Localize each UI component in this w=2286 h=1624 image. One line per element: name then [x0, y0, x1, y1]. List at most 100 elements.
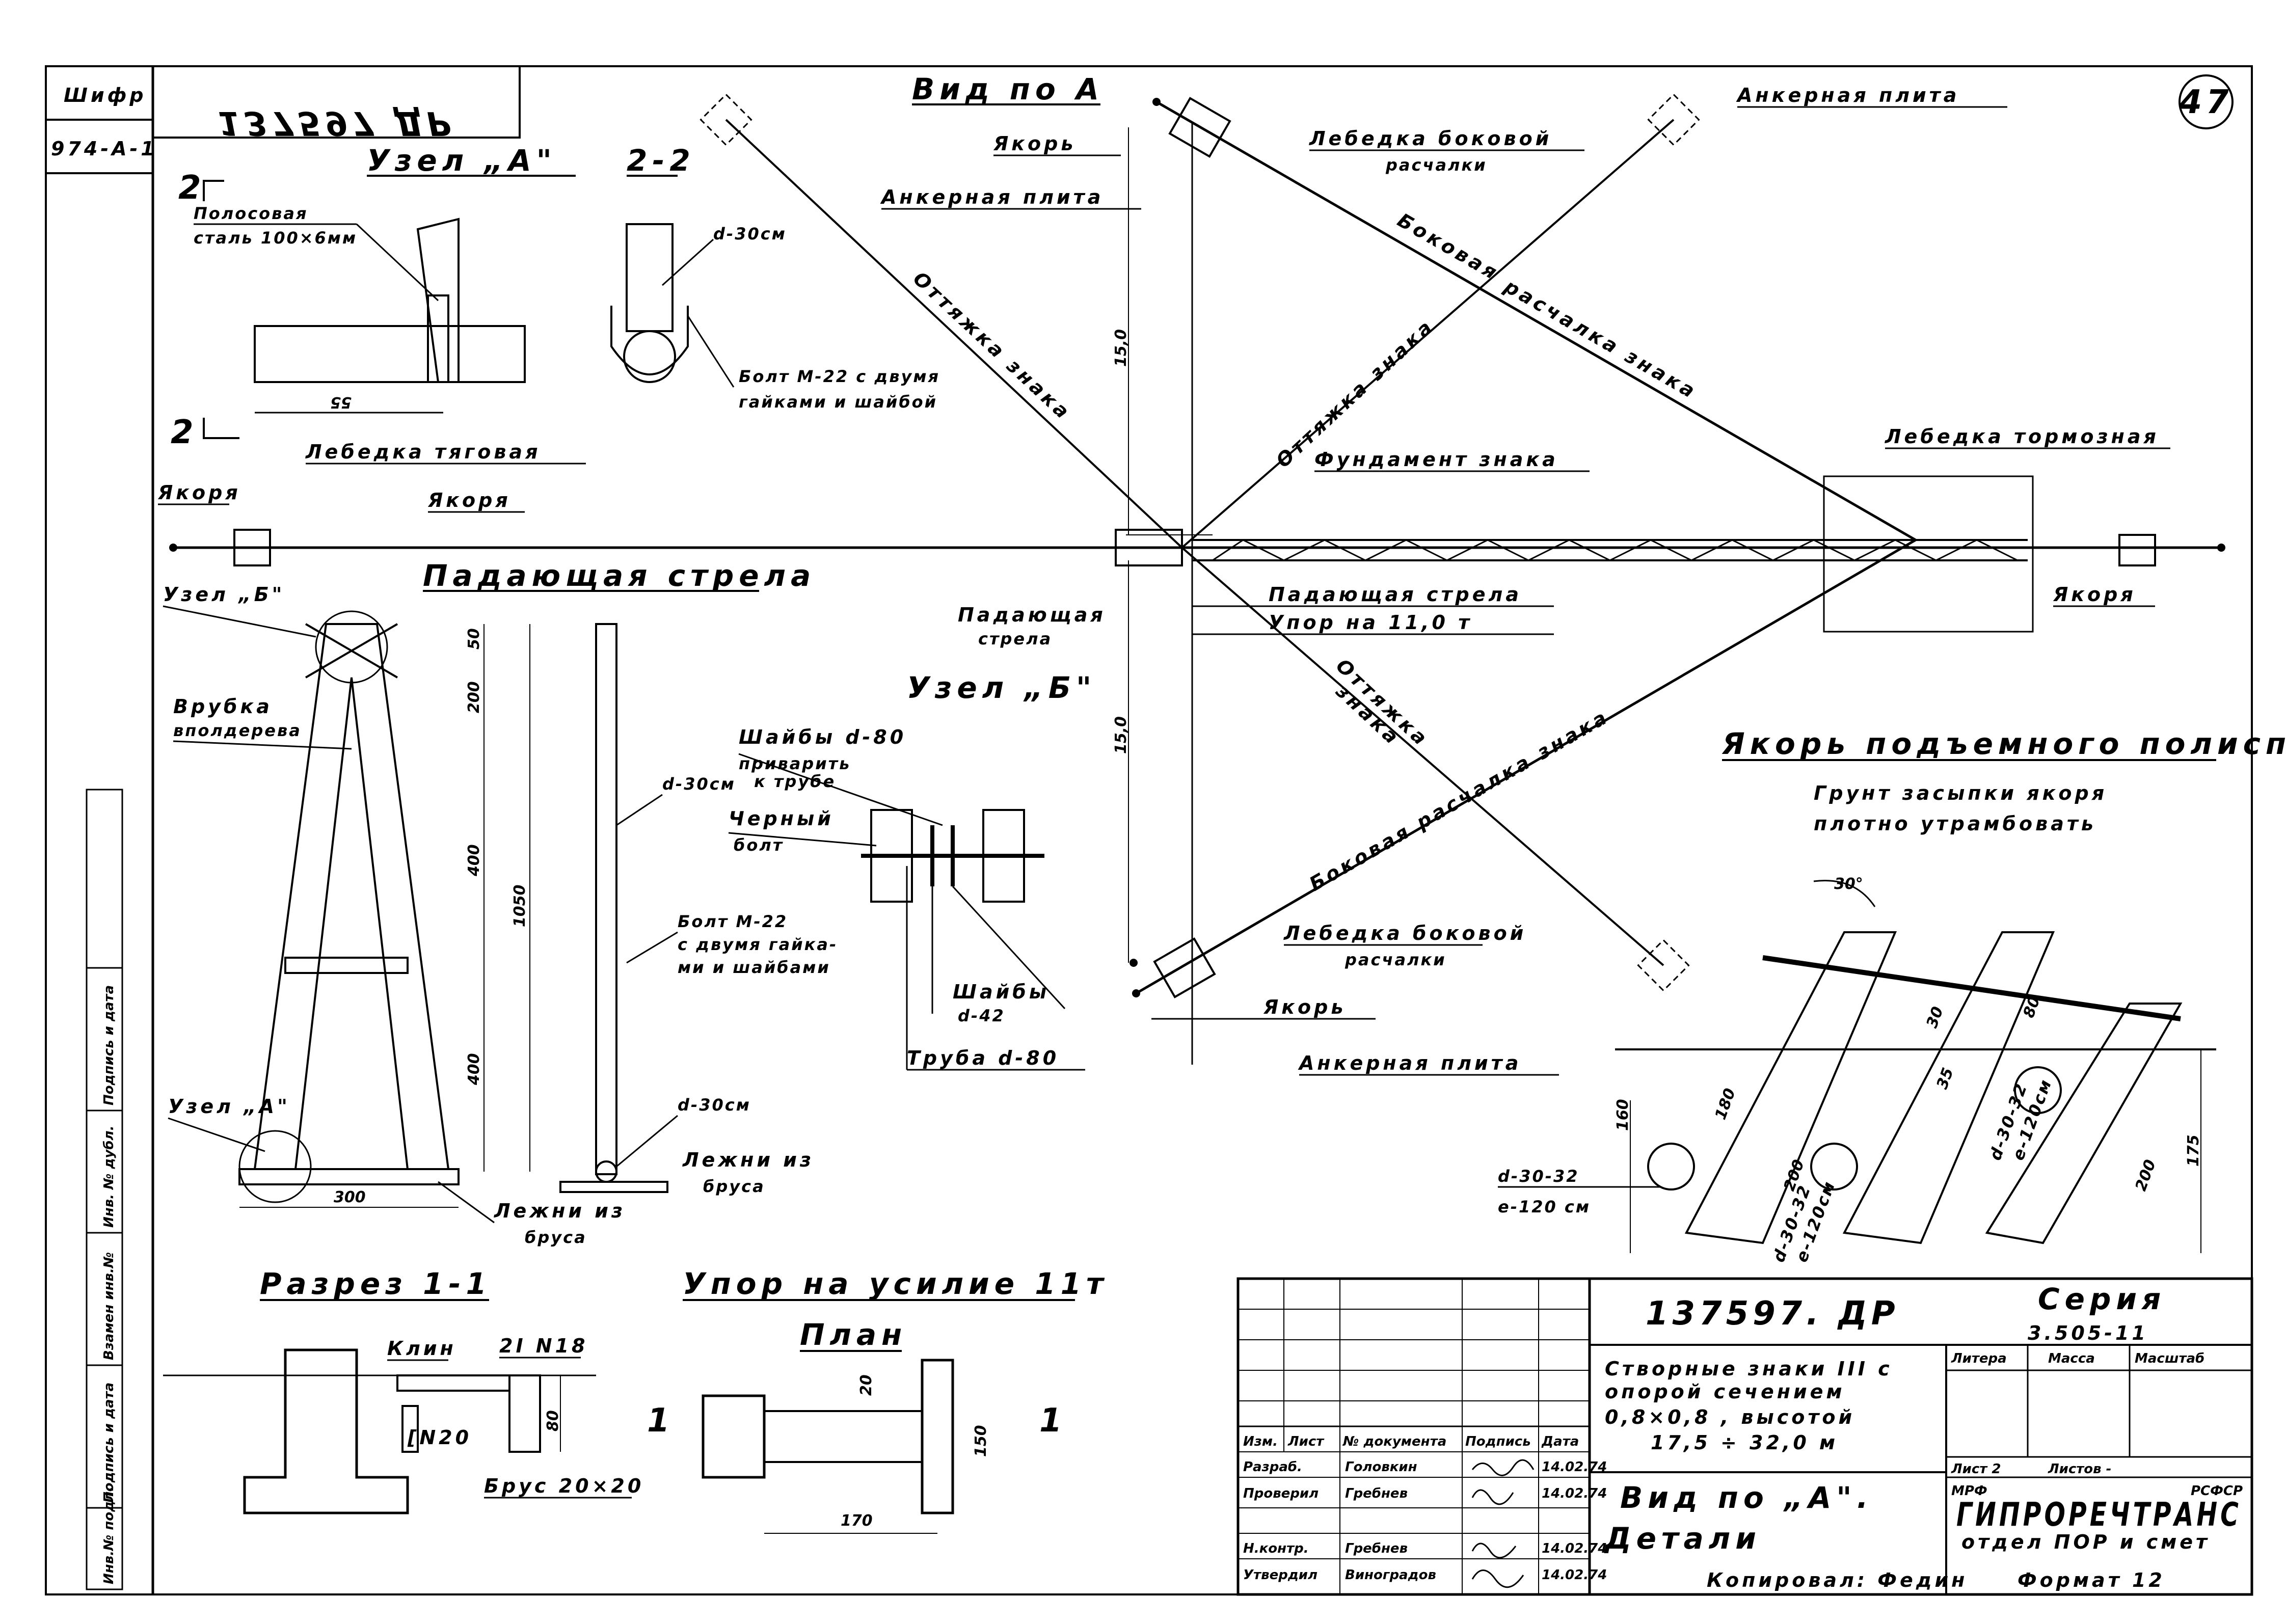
s11-channel-2: [N20	[407, 1426, 472, 1449]
dim-15-bottom: 15,0	[1112, 716, 1130, 754]
s11-dim-80: 80	[544, 1410, 562, 1431]
label-falling-boom-left-2: стрела	[978, 629, 1052, 648]
label-anchor-bottom: Якорь	[1263, 996, 1346, 1018]
s11-channel-1: 2I N18	[499, 1335, 588, 1357]
tb-format: Формат 12	[2018, 1569, 2165, 1591]
fb-dim-50: 50	[465, 628, 483, 649]
node-b-detail: Шайбы d-80 приварить к трубе Черный болт…	[728, 726, 1085, 1071]
stop-mark-right: 1	[1039, 1402, 1066, 1440]
tb-col-scale: Масштаб	[2135, 1351, 2204, 1366]
s11-title: Разрез 1-1	[260, 1266, 492, 1301]
tb-doc-number: 137597. ДР	[1646, 1295, 1899, 1333]
ha-title: Якорь подъемного полиспаста	[1722, 726, 2286, 761]
s22-bolt-2: гайками и шайбой	[739, 392, 937, 412]
node-a-section-top: 2	[178, 169, 205, 207]
label-falling-boom-left-1: Падающая	[958, 604, 1106, 626]
strip-dup: Инв. № дубл.	[101, 1126, 117, 1228]
dim-15-top: 15,0	[1112, 329, 1130, 367]
mirrored-number: 137597 ДР	[218, 104, 454, 142]
label-stop-11t: Упор на 11,0 т	[1269, 611, 1472, 634]
label-anchor-top: Якорь	[993, 132, 1076, 155]
tb-desc-4: 17,5 ÷ 32,0 м	[1651, 1431, 1838, 1454]
tb-desc-3: 0,8×0,8 , высотой	[1605, 1406, 1855, 1428]
label-side-guy-top-2: расчалка знака	[1500, 275, 1701, 403]
fb-sleepers-left-1: Лежни из	[494, 1200, 626, 1222]
ha-dim-175: 175	[2185, 1134, 2202, 1167]
outer-frame	[45, 65, 2253, 1595]
fb-d30-bottom: d-30см	[678, 1095, 751, 1115]
fb-dim-400a: 400	[465, 844, 483, 877]
label-winch-side-top-1: Лебедка боковой	[1309, 127, 1552, 150]
tb-org: ГИПРОРЕЧТРАНС	[1956, 1496, 2242, 1534]
view-a-title: Вид по А	[912, 72, 1104, 106]
fb-notch-1: Врубка	[173, 695, 273, 718]
node-a-detail: Узел „А" 2 Полосовая сталь 100×6мм 55 2	[171, 143, 576, 451]
fb-bolt-1: Болт М-22	[678, 912, 788, 931]
label-anchor-plate-bottom: Анкерная плита	[1298, 1052, 1521, 1074]
label-foundation: Фундамент знака	[1314, 448, 1558, 471]
section-2-2: 2-2 d-30см Болт М-22 с двумя гайками и ш…	[610, 143, 940, 412]
ha-dim-180: 180	[1712, 1086, 1739, 1122]
label-winch-side-bottom-2: расчалки	[1344, 950, 1446, 969]
tb-col-litera: Литера	[1951, 1351, 2007, 1366]
strip-sign-1: Подпись и дата	[101, 1383, 117, 1503]
stop-mark-left: 1	[647, 1402, 674, 1440]
tb-hdr-3: Подпись	[1465, 1434, 1531, 1449]
s22-d-label: d-30см	[713, 224, 787, 243]
s22-bolt-1: Болт М-22 с двумя	[739, 367, 940, 386]
nb-washers-top-2: приварить	[739, 754, 851, 773]
side-strip: Инв.№ подл. Подпись и дата Взамен инв.№ …	[86, 789, 123, 1590]
tb-hdr-4: Дата	[1541, 1434, 1579, 1449]
stop-dim-170: 170	[841, 1512, 873, 1530]
tb-role-3: Утвердил	[1243, 1567, 1317, 1583]
stop-title: Упор на усилие 11т	[683, 1266, 1109, 1301]
tb-desc-2: опорой сечением	[1605, 1381, 1845, 1403]
tb-copied: Копировал: Федин	[1707, 1569, 1968, 1591]
fb-node-a: Узел „А"	[168, 1095, 290, 1118]
label-winch-side-top-2: расчалки	[1385, 155, 1487, 175]
ha-log-label-2: e-120 см	[1498, 1197, 1591, 1216]
nb-black-bolt-1: Черный	[729, 807, 834, 830]
fb-sleepers-2: бруса	[703, 1177, 765, 1196]
nb-washers-top-1: Шайбы d-80	[739, 726, 906, 748]
label-node-b: Узел „Б"	[907, 670, 1096, 705]
fb-dim-400b: 400	[465, 1053, 483, 1086]
ha-dim-30: 30	[1923, 1005, 1947, 1031]
ha-dim-160: 160	[1614, 1099, 1632, 1131]
fb-bolt-3: ми и шайбами	[678, 958, 830, 977]
nb-pipe: Труба d-80	[907, 1047, 1059, 1069]
label-winch-brake: Лебедка тормозная	[1885, 425, 2159, 448]
tb-date-3: 14.02.74	[1542, 1567, 1607, 1583]
title-grid	[1238, 1279, 1590, 1594]
node-a-title: Узел „А"	[367, 143, 557, 178]
falling-boom-title: Падающая стрела	[423, 558, 816, 593]
signature-3	[1471, 1569, 1524, 1588]
stop-11t-detail: Упор на усилие 11т План 1 1 20 150 170	[647, 1266, 1109, 1534]
tb-sheets: Листов -	[2048, 1461, 2111, 1477]
cipher-value: 974-A-1	[51, 138, 157, 160]
stop-dim-150: 150	[972, 1425, 990, 1457]
tb-dept: отдел ПОР и смет	[1961, 1531, 2210, 1553]
tb-hdr-1: Лист	[1287, 1434, 1325, 1449]
section-2-2-title: 2-2	[627, 143, 695, 178]
tb-name-0: Головкин	[1345, 1459, 1417, 1475]
tb-sheet-title-2: Детали	[1604, 1521, 1761, 1556]
sheet-number: 47	[2179, 84, 2233, 121]
fb-dim-total: 1050	[511, 885, 529, 928]
fb-dim-200: 200	[465, 681, 483, 713]
tb-desc-1: Створные знаки III с	[1605, 1358, 1893, 1380]
tb-col-mass: Масса	[2048, 1351, 2095, 1366]
fb-d30-top: d-30см	[662, 774, 736, 794]
fb-node-b: Узел „Б"	[163, 583, 285, 606]
s11-beam: Брус 20×20	[484, 1475, 644, 1497]
ha-note-2: плотно утрамбовать	[1814, 813, 2096, 835]
section-1-1: Разрез 1-1 Клин 2I N18 [N20 Брус 20×20 8…	[163, 1266, 644, 1514]
tb-date-1: 14.02.74	[1542, 1486, 1607, 1501]
strip-replace: Взамен инв.№	[101, 1252, 117, 1360]
node-a-section-bottom: 2	[171, 414, 198, 451]
fb-notch-2: вполдерева	[173, 721, 302, 740]
falling-boom-detail: Падающая стрела Узел „Б" Врубка вполдере…	[163, 558, 836, 1247]
ha-dim-200b: 200	[2132, 1157, 2160, 1194]
tb-role-1: Проверил	[1243, 1486, 1319, 1501]
